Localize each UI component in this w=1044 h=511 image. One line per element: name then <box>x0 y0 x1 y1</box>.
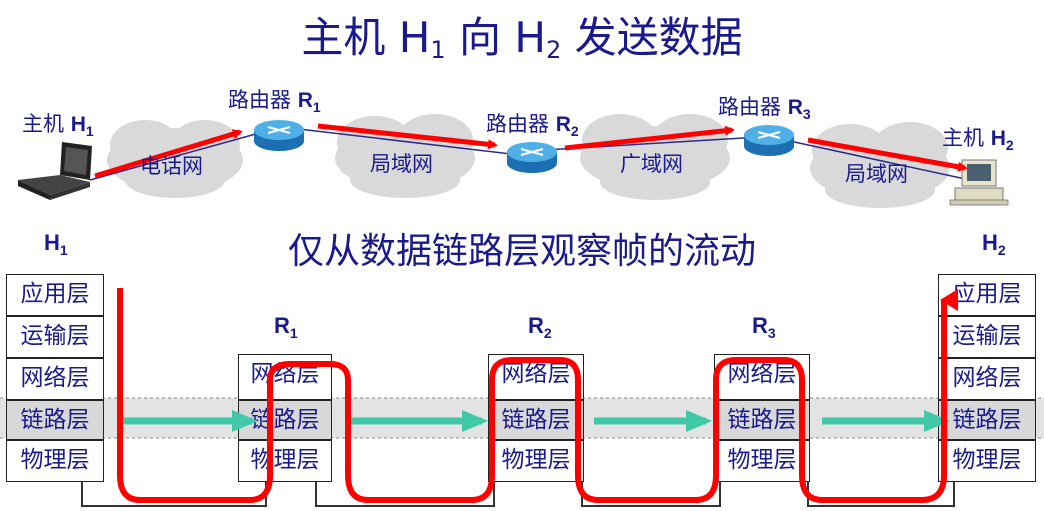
cloud-label-phone-network: 电话网 <box>140 154 203 178</box>
cloud-label-lan-1: 局域网 <box>370 152 433 176</box>
layer-network: 网络层 <box>6 358 104 400</box>
router-icon <box>507 142 557 173</box>
layer-link: 链路层 <box>938 400 1036 440</box>
router-r3-label: 路由器 R3 <box>718 95 811 122</box>
layer-physical: 物理层 <box>6 440 104 482</box>
host2-label: 主机 H2 <box>942 126 1014 153</box>
layer-physical: 物理层 <box>238 440 332 482</box>
layer-application: 应用层 <box>938 274 1036 316</box>
page-title: 主机 H1 向 H2 发送数据 <box>301 13 743 64</box>
router-r1-label: 路由器 R1 <box>228 88 321 115</box>
layer-link: 链路层 <box>6 400 104 440</box>
layer-link: 链路层 <box>714 400 810 440</box>
router-r2-label: 路由器 R2 <box>486 112 579 139</box>
laptop-icon <box>18 142 92 200</box>
router-icon <box>254 120 304 151</box>
layer-link: 链路层 <box>488 400 584 440</box>
layer-physical: 物理层 <box>938 440 1036 482</box>
layer-transport: 运输层 <box>6 316 104 358</box>
layer-physical: 物理层 <box>714 440 810 482</box>
host1-label: 主机 H1 <box>22 112 94 139</box>
router-icon <box>744 125 794 156</box>
subtitle: 仅从数据链路层观察帧的流动 <box>287 231 756 272</box>
cloud-label-wan: 广域网 <box>620 152 683 176</box>
layer-application: 应用层 <box>6 274 104 316</box>
cloud-icon <box>335 114 475 198</box>
layer-network: 网络层 <box>938 358 1036 400</box>
stack-head-h2: H2 <box>982 230 1006 258</box>
layer-network: 网络层 <box>488 354 584 400</box>
layer-transport: 运输层 <box>938 316 1036 358</box>
layer-link: 链路层 <box>238 400 332 440</box>
cloud-label-lan-2: 局域网 <box>845 162 908 186</box>
layer-physical: 物理层 <box>488 440 584 482</box>
stack-head-h1: H1 <box>44 230 68 258</box>
layer-network: 网络层 <box>238 354 332 400</box>
desktop-computer-icon <box>949 159 1009 206</box>
layer-network: 网络层 <box>714 354 810 400</box>
